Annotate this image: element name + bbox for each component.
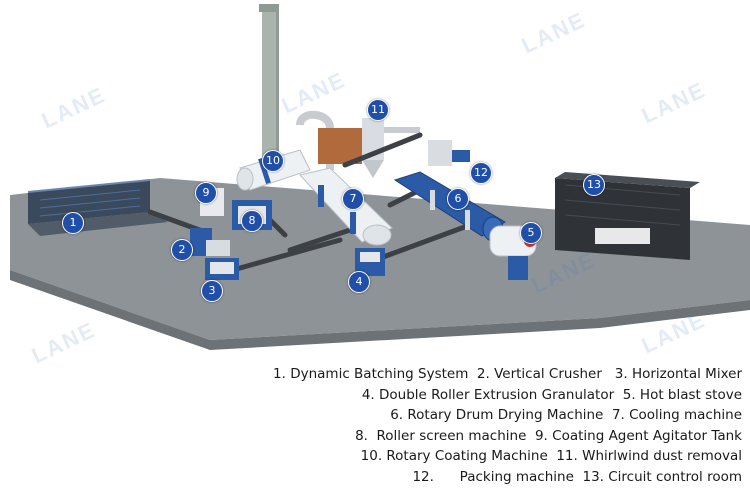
marker-4: 4	[348, 271, 370, 293]
legend-line: 1. Dynamic Batching System 2. Vertical C…	[273, 366, 742, 382]
equipment-legend: 1. Dynamic Batching System 2. Vertical C…	[222, 364, 742, 487]
legend-line: 12. Packing machine 13. Circuit control …	[412, 468, 742, 485]
marker-12: 12	[470, 162, 492, 184]
crusher-and-mixer	[190, 228, 239, 280]
batching-system	[27, 179, 168, 236]
marker-11: 11	[367, 99, 389, 121]
control-room	[555, 172, 700, 260]
marker-8: 8	[241, 210, 263, 232]
floor-slab-edge	[10, 270, 750, 350]
marker-10: 10	[262, 150, 284, 172]
conveyor-belts	[147, 132, 473, 278]
marker-1: 1	[62, 212, 84, 234]
marker-13: 13	[583, 174, 605, 196]
chimney	[259, 4, 279, 158]
dust-removal-unit	[296, 110, 420, 178]
packing-machine	[428, 140, 470, 166]
legend-line: 6. Rotary Drum Drying Machine 7. Cooling…	[390, 407, 742, 423]
marker-7: 7	[342, 188, 364, 210]
marker-9: 9	[195, 182, 217, 204]
marker-3: 3	[201, 280, 223, 302]
marker-2: 2	[171, 239, 193, 261]
marker-5: 5	[520, 222, 542, 244]
marker-6: 6	[447, 188, 469, 210]
legend-line: 8. Roller screen machine 9. Coating Agen…	[355, 427, 742, 444]
legend-line: 4. Double Roller Extrusion Granulator 5.…	[361, 386, 742, 403]
legend-line: 10. Rotary Coating Machine 11. Whirlwind…	[360, 448, 742, 464]
